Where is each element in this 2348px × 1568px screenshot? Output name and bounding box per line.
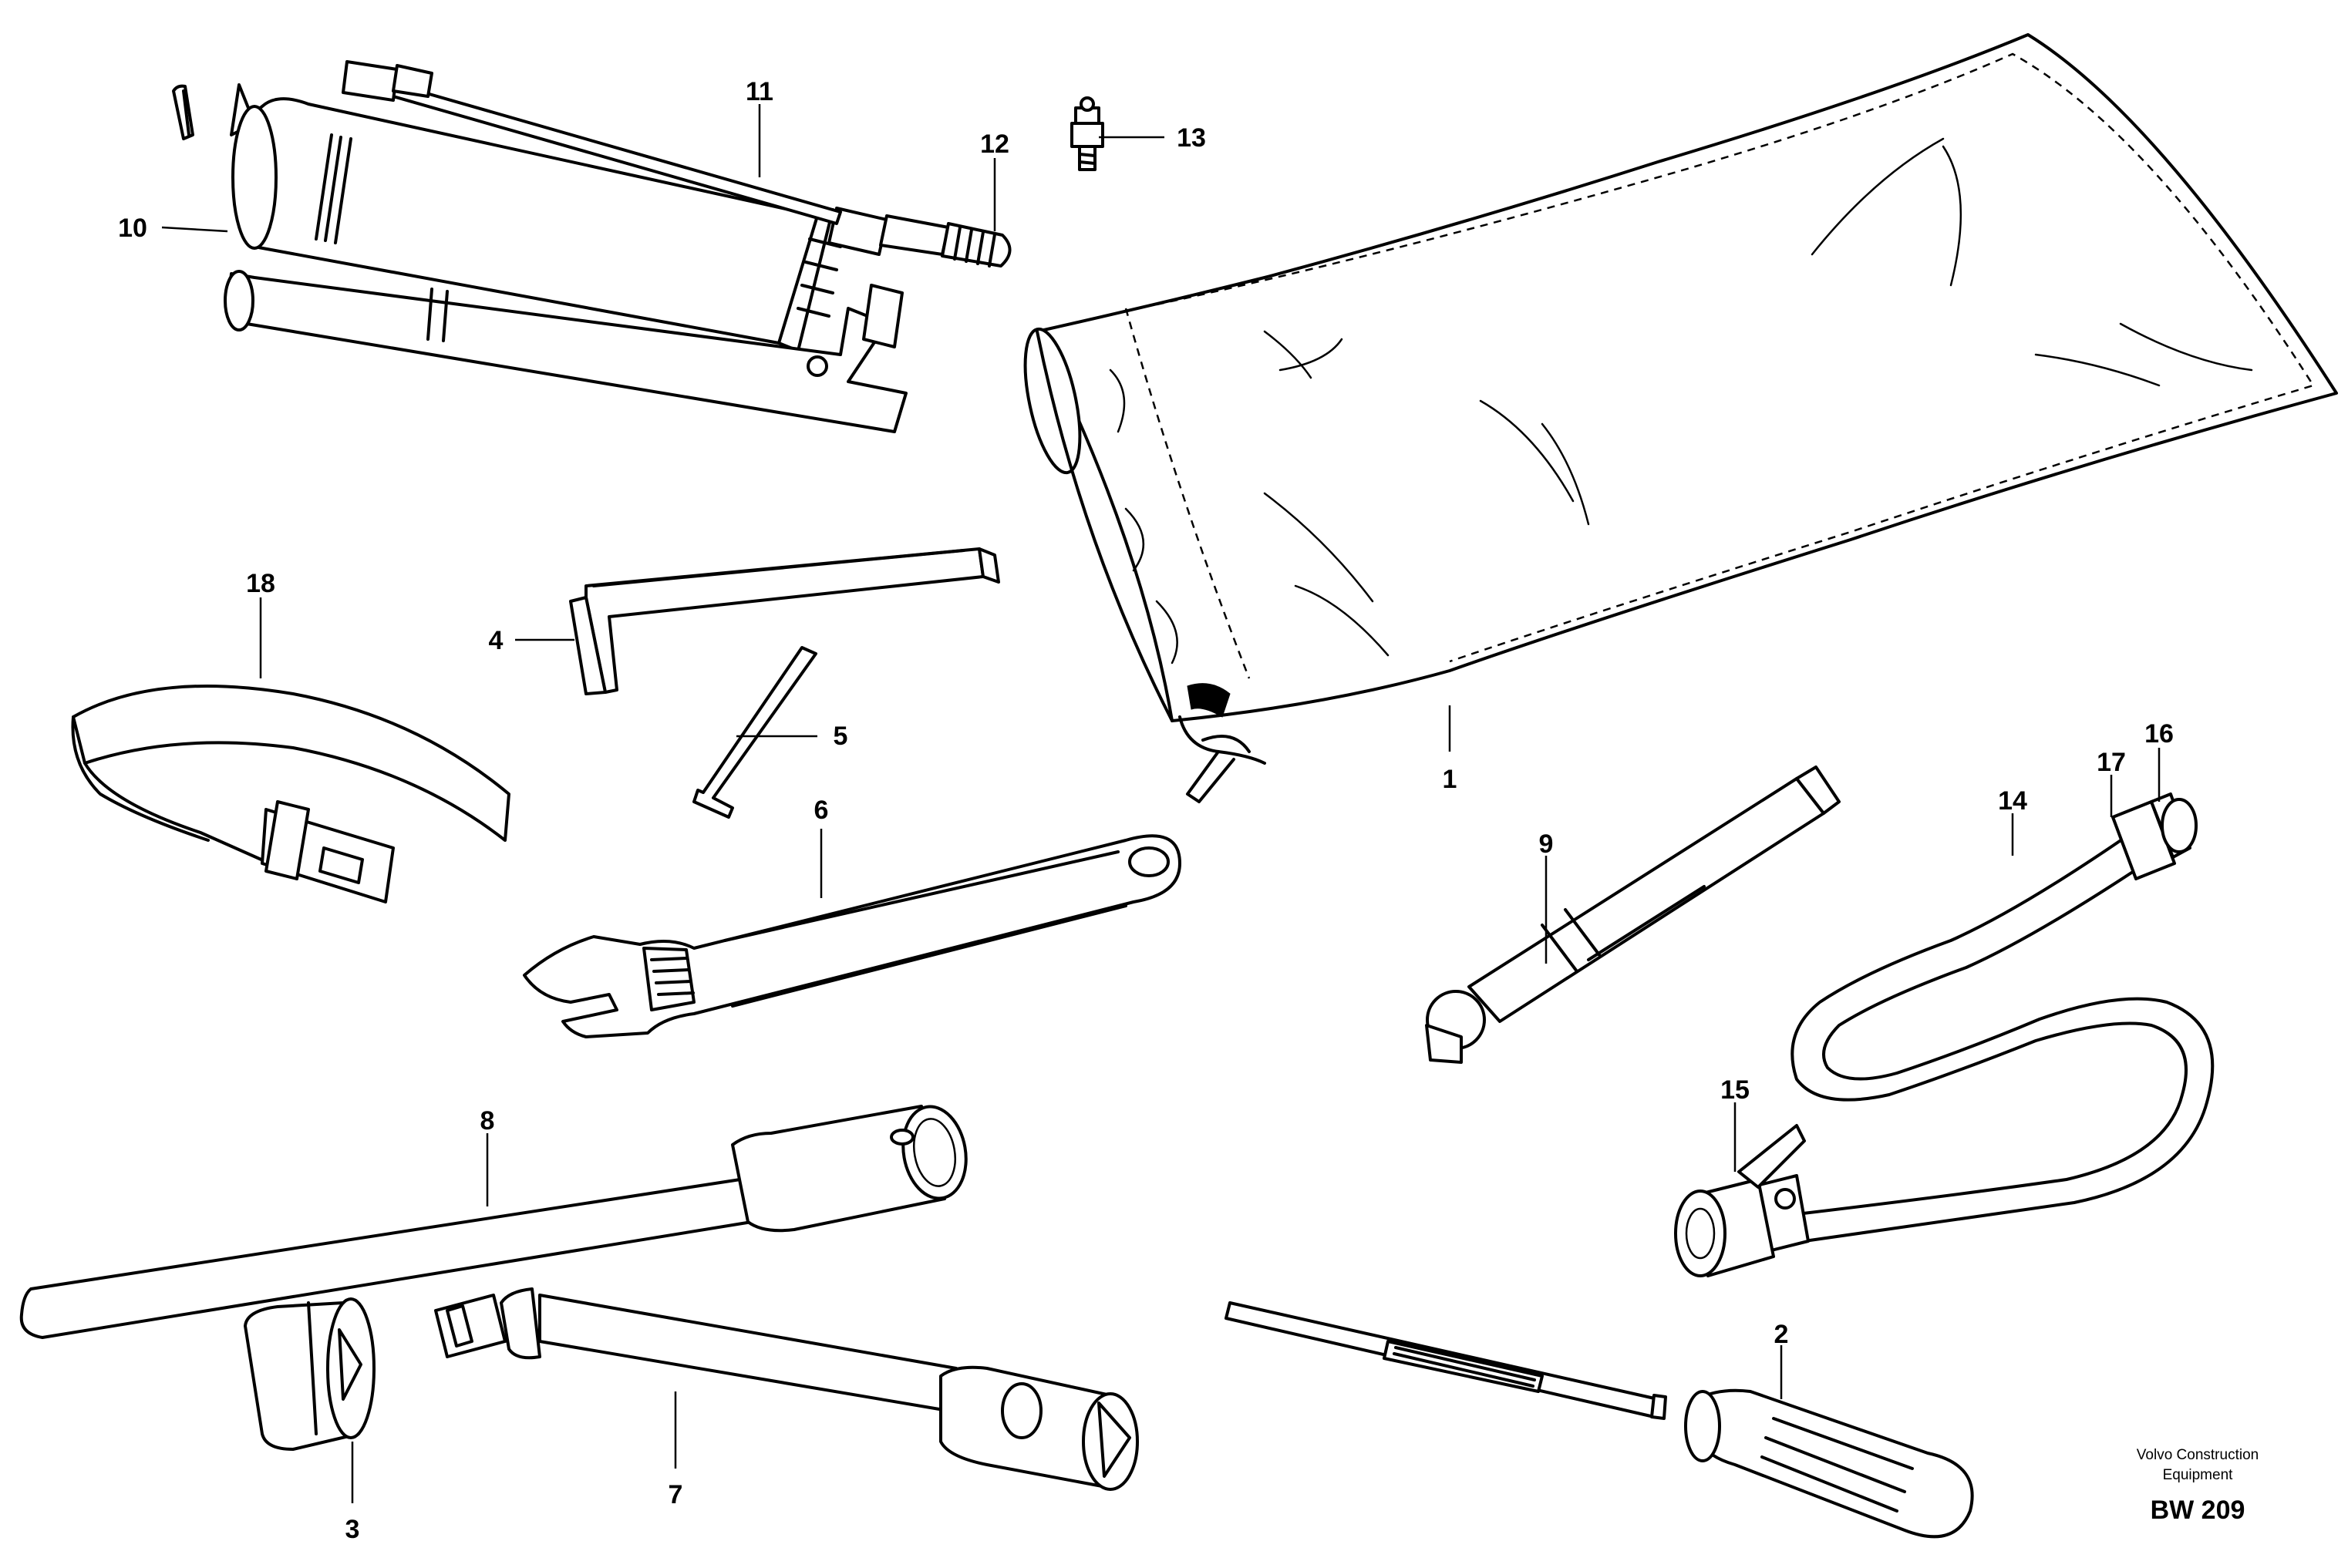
pressure-gauge-drawing (1425, 765, 1841, 1064)
callout-5: 5 (834, 722, 848, 751)
callout-13: 13 (1177, 123, 1206, 153)
callout-2: 2 (1774, 1320, 1789, 1349)
callout-9: 9 (1539, 829, 1554, 859)
strap-wrench-drawing (71, 685, 510, 903)
hex-key-large-drawing (569, 547, 1000, 695)
callout-15: 15 (1720, 1075, 1750, 1105)
grease-gun-drawing (172, 60, 1012, 433)
socket-drawing (244, 1297, 376, 1451)
extension-bar-drawing (434, 1287, 1139, 1491)
credit-line-2: Equipment (2163, 1467, 2234, 1483)
callout-4: 4 (489, 626, 504, 655)
callout-11: 11 (746, 77, 773, 106)
callout-10: 10 (118, 214, 147, 243)
socket-bar-drawing (19, 1105, 968, 1339)
callout-7: 7 (669, 1480, 683, 1509)
leader-lines (161, 104, 2161, 1503)
credit-line-1: Volvo Construction (2137, 1447, 2259, 1463)
callout-14: 14 (1998, 786, 2027, 816)
callout-8: 8 (480, 1106, 495, 1136)
figure-code: BW 209 (2151, 1496, 2245, 1525)
tool-bag-drawing (1023, 33, 2338, 803)
callout-12: 12 (980, 130, 1009, 159)
callout-6: 6 (814, 796, 829, 825)
callout-1: 1 (1443, 765, 1457, 794)
callout-labels: 1 2 3 4 5 6 7 8 9 10 11 12 13 14 15 16 1… (118, 77, 2174, 1544)
grease-nipple-drawing (1070, 96, 1104, 171)
callout-17: 17 (2097, 748, 2126, 777)
hose-assembly-drawing (1674, 792, 2215, 1277)
figure-credit: Volvo Construction Equipment BW 209 (2137, 1447, 2259, 1525)
callout-18: 18 (246, 569, 275, 598)
callout-16: 16 (2144, 719, 2174, 749)
screwdriver-drawing (1225, 1301, 1974, 1539)
adjustable-wrench-drawing (523, 834, 1181, 1038)
callout-3: 3 (345, 1515, 360, 1544)
hex-key-small-drawing (692, 646, 817, 819)
